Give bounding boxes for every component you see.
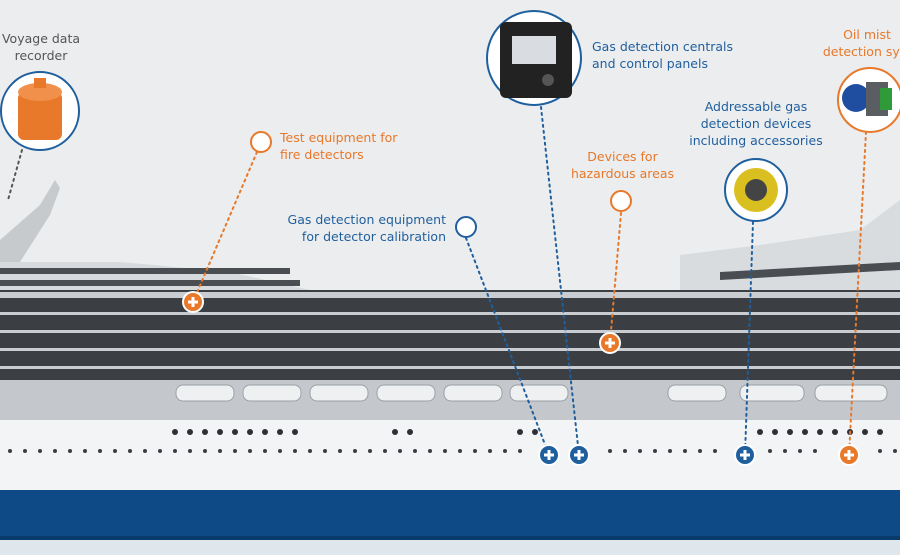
lifeboats bbox=[175, 384, 888, 402]
test-equipment-ring[interactable] bbox=[250, 131, 272, 153]
oil-mist-image bbox=[837, 67, 900, 133]
vdr-image bbox=[0, 71, 80, 151]
oil-mist-marker[interactable] bbox=[838, 444, 860, 466]
hull-blue bbox=[0, 490, 900, 540]
funnel bbox=[0, 180, 60, 262]
hull-white bbox=[0, 418, 900, 492]
gas-centrals-marker[interactable] bbox=[568, 444, 590, 466]
deck-band bbox=[0, 290, 900, 390]
gas-calibration-marker[interactable] bbox=[538, 444, 560, 466]
stern-deck bbox=[680, 200, 900, 290]
addressable-gas-marker[interactable] bbox=[734, 444, 756, 466]
gas-calibration-ring[interactable] bbox=[455, 216, 477, 238]
gas-central-image bbox=[486, 10, 582, 106]
addressable-gas-image bbox=[724, 158, 788, 222]
waterline bbox=[0, 536, 900, 540]
hazardous-areas-marker[interactable] bbox=[599, 332, 621, 354]
leader-lines bbox=[7, 106, 867, 456]
test-equipment-marker[interactable] bbox=[182, 291, 204, 313]
hazardous-areas-ring[interactable] bbox=[610, 190, 632, 212]
portholes bbox=[172, 429, 883, 435]
